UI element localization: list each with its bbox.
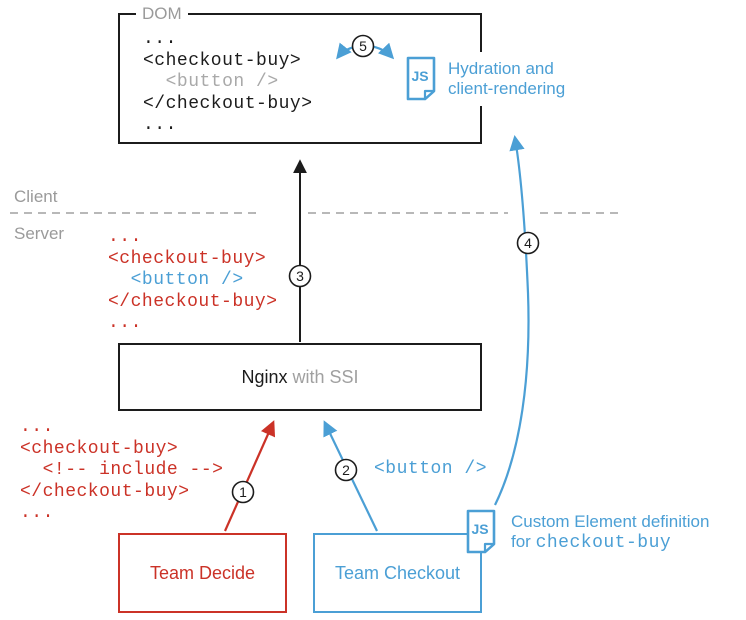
- step-3-badge: 3: [288, 264, 312, 288]
- code-line: <checkout-buy>: [143, 50, 302, 71]
- code-line: <checkout-buy>: [108, 248, 267, 269]
- code-line: ...: [20, 503, 54, 523]
- dom-box-label: DOM: [136, 4, 188, 24]
- code-line: <checkout-buy>: [20, 438, 179, 459]
- js-icon-label: JS: [471, 521, 488, 537]
- step-4-badge: 4: [516, 231, 540, 255]
- js-icon-label: JS: [411, 68, 428, 84]
- team-decide-box: Team Decide: [118, 533, 287, 613]
- hydration-label: Hydration and client-rendering: [448, 59, 565, 99]
- client-lane-label: Client: [14, 187, 58, 206]
- code-line: <button />: [108, 270, 244, 290]
- step-1-badge: 1: [231, 480, 255, 504]
- team-decide-label: Team Decide: [149, 562, 256, 583]
- custom-element-line2: for checkout-buy: [511, 532, 672, 553]
- arrow-team-checkout-to-nginx: [323, 420, 378, 532]
- code-line: ...: [20, 417, 54, 437]
- hydration-label-line1: Hydration and: [448, 59, 554, 78]
- custom-element-line1: Custom Element definition: [511, 512, 710, 531]
- custom-element-tag: checkout-buy: [535, 533, 672, 553]
- arrow-definition-to-hydration: [494, 134, 530, 506]
- step-2-badge: 2: [334, 458, 358, 482]
- hydration-label-line2: client-rendering: [448, 79, 566, 98]
- step-3-number: 3: [296, 268, 304, 284]
- code-line: ...: [143, 115, 177, 135]
- step-1-number: 1: [239, 484, 247, 500]
- code-line: </checkout-buy>: [108, 291, 278, 312]
- code-line: </checkout-buy>: [20, 481, 190, 502]
- nginx-suffix: with SSI: [287, 366, 359, 387]
- dom-code-block: ...<checkout-buy> <button /></checkout-b…: [143, 29, 313, 137]
- js-file-icon: JS: [406, 56, 436, 101]
- team-checkout-box: Team Checkout: [313, 533, 482, 613]
- nginx-name: Nginx: [241, 366, 288, 387]
- arrow-team-decide-to-nginx: [223, 420, 276, 532]
- hydration-block: JS Hydration and client-rendering: [404, 52, 604, 106]
- code-line: <!-- include -->: [20, 460, 224, 480]
- include-code-block: ...<checkout-buy> <!-- include --></chec…: [20, 417, 223, 525]
- code-line: ...: [108, 313, 142, 333]
- button-fragment-label: <button />: [374, 459, 488, 479]
- custom-element-label: Custom Element definition for checkout-b…: [511, 512, 710, 553]
- code-line: </checkout-buy>: [143, 93, 313, 114]
- server-lane-label: Server: [14, 224, 65, 243]
- code-line: <button />: [143, 72, 279, 92]
- js-file-icon: JS: [466, 509, 496, 554]
- server-code-block: ...<checkout-buy> <button /></checkout-b…: [108, 227, 278, 335]
- code-line: ...: [108, 227, 142, 247]
- team-checkout-label: Team Checkout: [334, 562, 461, 583]
- nginx-box: Nginx with SSI: [118, 343, 482, 411]
- step-4-number: 4: [524, 235, 532, 251]
- step-2-number: 2: [342, 462, 350, 478]
- code-line: ...: [143, 29, 177, 49]
